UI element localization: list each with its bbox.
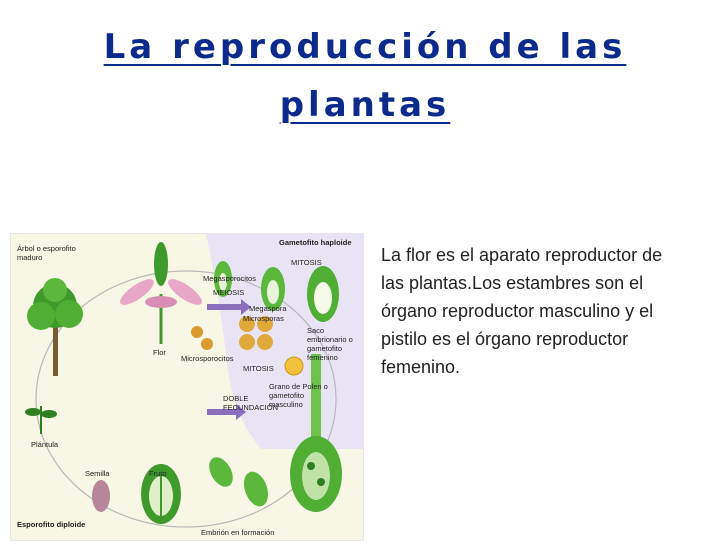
tree-icon: [27, 278, 83, 376]
label-plantula: Plántula: [31, 440, 59, 449]
label-semilla: Semilla: [85, 469, 110, 478]
label-arbol: Árbol o esporofito maduro: [17, 244, 76, 262]
microspores-icon: [191, 316, 273, 350]
pollen-grain-icon: [284, 356, 304, 376]
label-doble: DOBLE FECUNDACIÓN: [223, 394, 279, 412]
embryo-icon: [209, 457, 269, 507]
label-microsporocitos: Microsporocitos: [181, 354, 234, 363]
label-embrion: Embrión en formación: [201, 528, 275, 537]
label-megasporocitos: Megasporocitos: [203, 274, 256, 283]
life-cycle-illustration: [11, 234, 363, 540]
plant-life-cycle-diagram: Árbol o esporofito maduro Gametofito hap…: [10, 233, 364, 541]
label-fruto: Fruto: [149, 469, 167, 478]
label-esporofito: Esporofito diploide: [17, 520, 86, 529]
label-meiosis: MEIOSIS: [213, 288, 245, 297]
label-saco: Saco embrionario o gametofito femenino: [307, 326, 353, 362]
seedling-icon: [25, 406, 57, 434]
label-mitosis-1: MITOSIS: [291, 258, 322, 267]
slide-title-line2: plantas: [279, 85, 451, 125]
seed-icon: [92, 480, 110, 512]
slide-body-text: La flor es el aparato reproductor de las…: [381, 245, 663, 377]
label-gametofito: Gametofito haploide: [279, 238, 352, 247]
label-flor: Flor: [153, 348, 166, 357]
label-grano: Grano de Polen o gametofito masculino: [269, 382, 328, 409]
fruit-icon: [141, 464, 181, 524]
label-mitosis-2: MITOSIS: [243, 364, 274, 373]
pistil-icon: [290, 354, 342, 512]
cycle-ring: [35, 270, 337, 528]
process-arrows: [207, 299, 251, 420]
label-megaspora: Megaspora: [249, 304, 287, 313]
label-microsporas: Microsporas: [243, 314, 284, 323]
ovule-icon: [214, 261, 339, 322]
slide-title-line1: La reproducción de las: [103, 27, 627, 67]
flower-icon: [120, 242, 202, 344]
slide-title: La reproducción de las plantas: [60, 18, 670, 134]
